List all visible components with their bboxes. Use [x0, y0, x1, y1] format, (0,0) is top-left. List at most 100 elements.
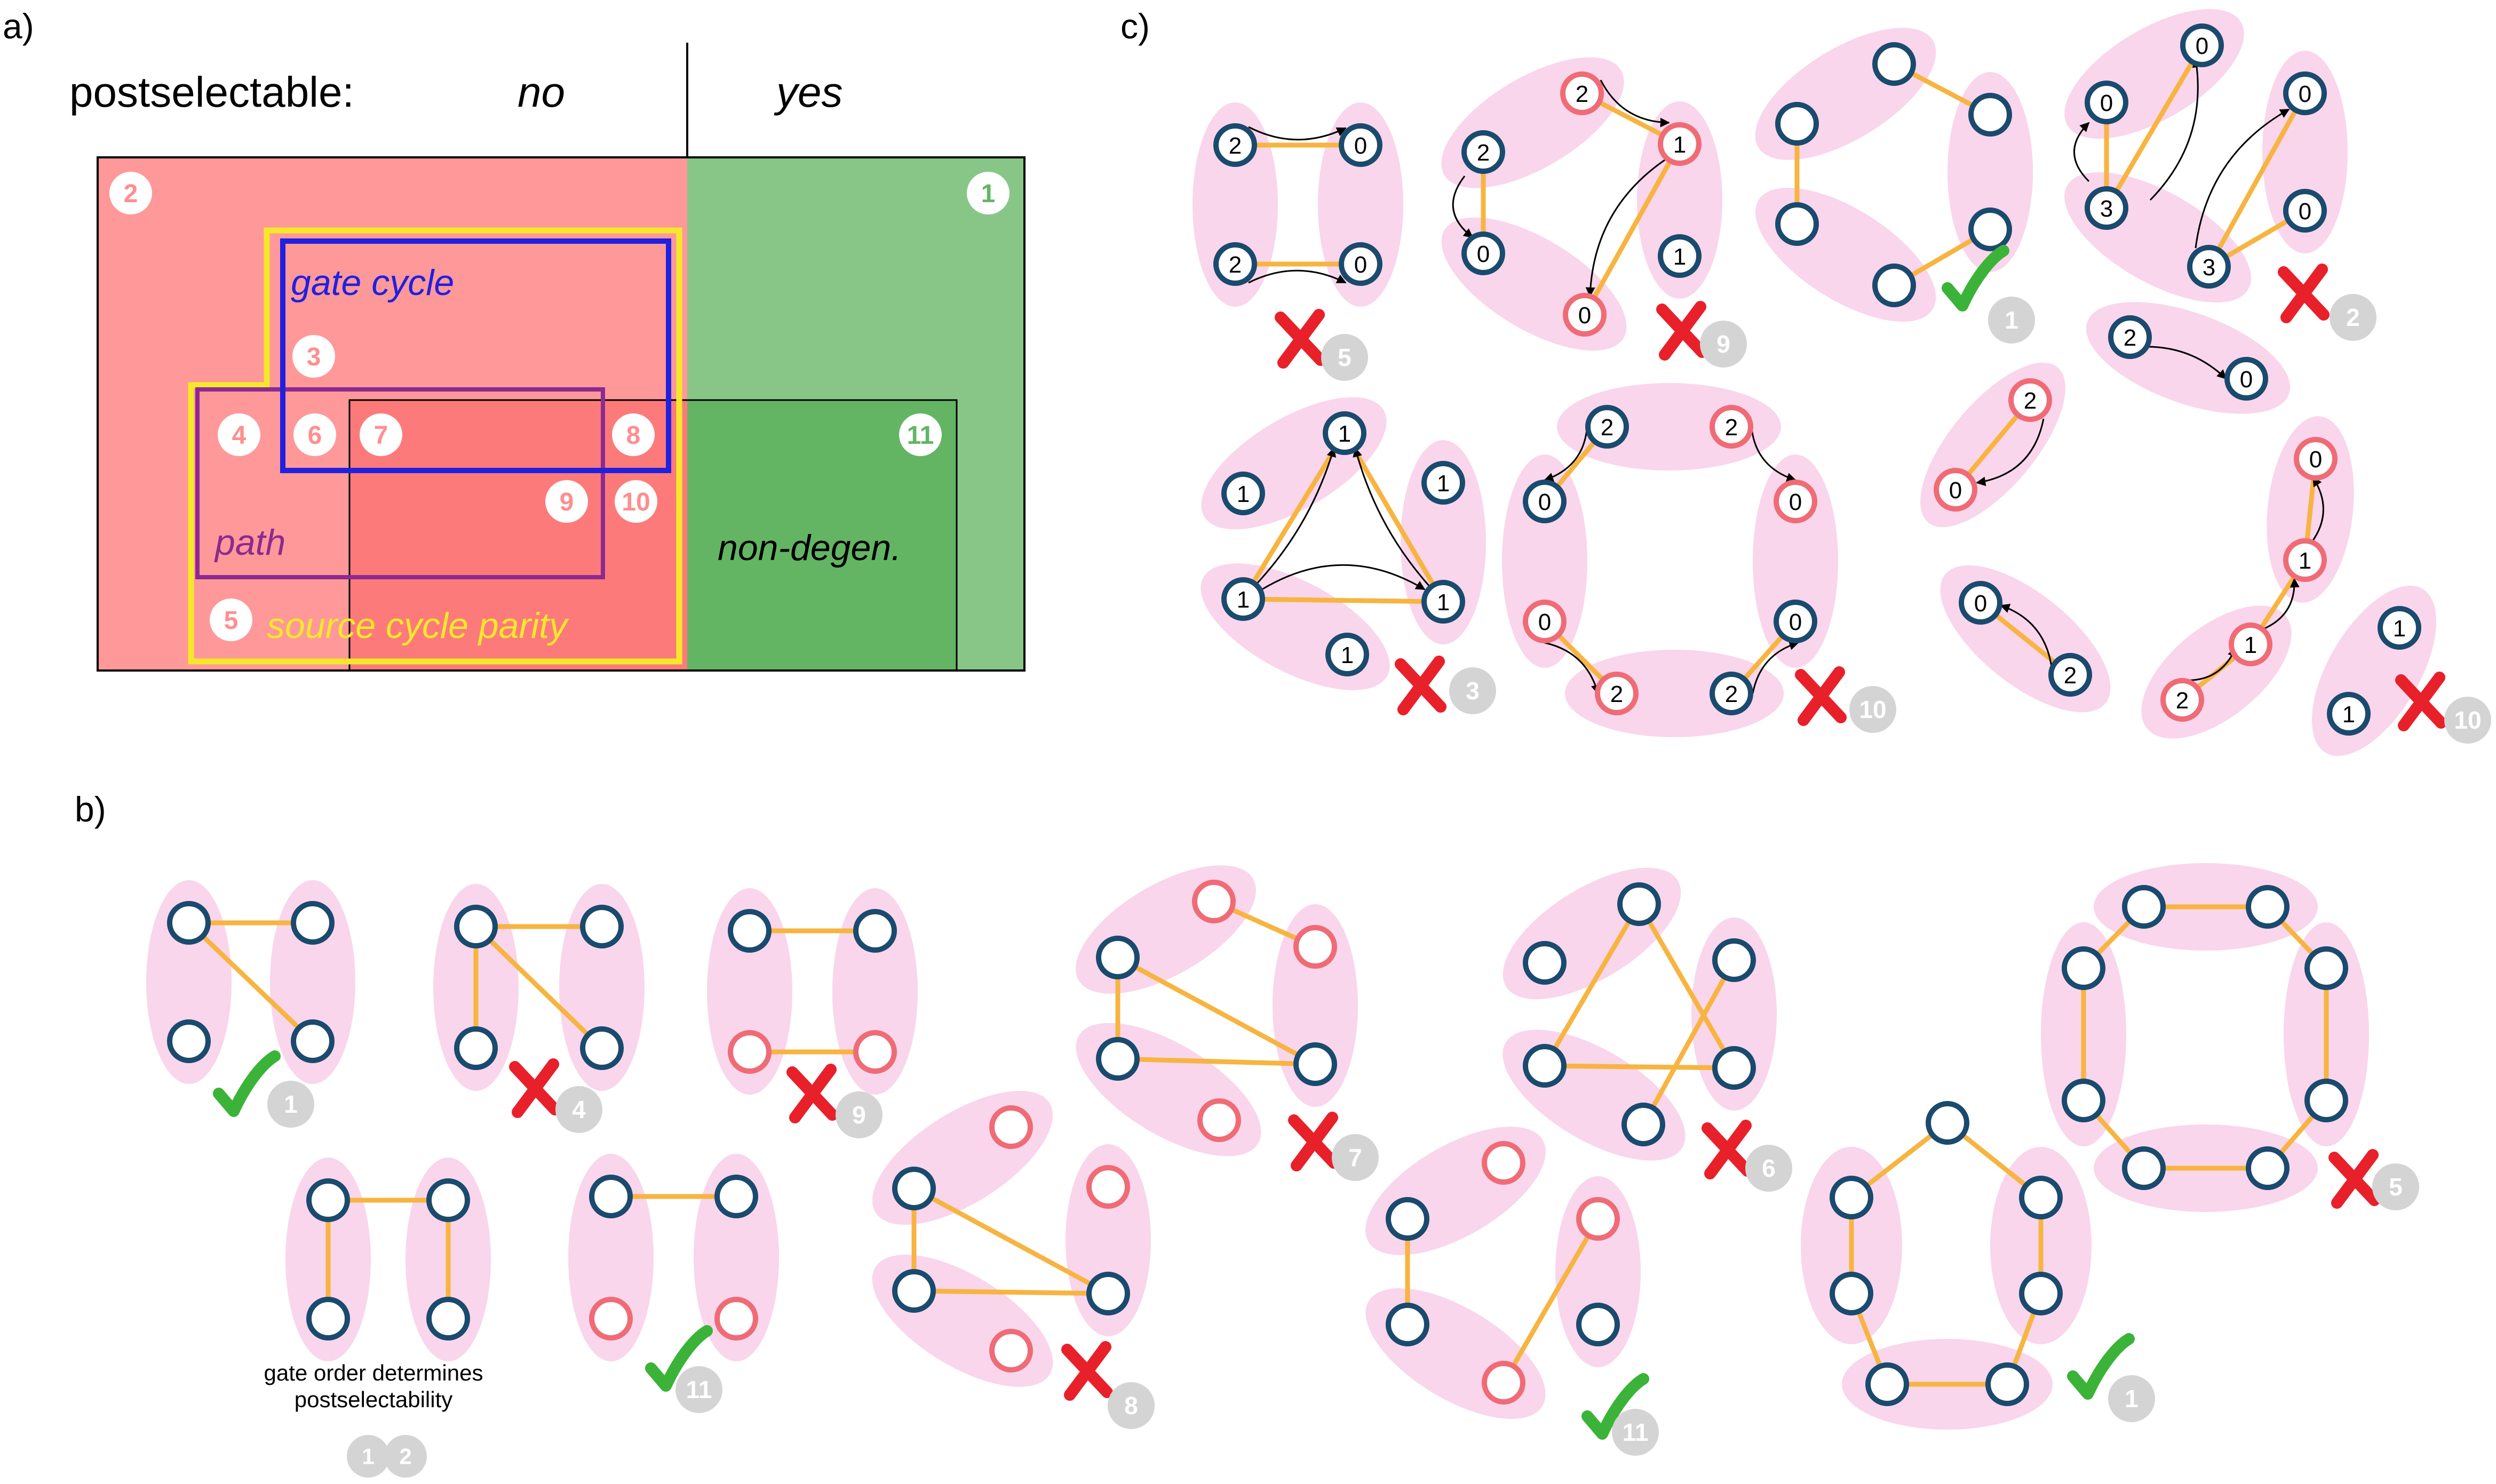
qubit-node-blue — [167, 901, 211, 945]
gate-edge — [1115, 1056, 1318, 1067]
gate-edge — [911, 1186, 1111, 1296]
case-number-badge: 5 — [2372, 1163, 2419, 1210]
venn-case-badge: 11 — [899, 413, 942, 456]
qubit-node-blue — [306, 1178, 350, 1222]
gate-edge — [1115, 955, 1318, 1067]
flow-arrow — [1976, 418, 2045, 486]
case-number: 5 — [1338, 344, 1352, 371]
panel-label-b: b) — [75, 789, 106, 829]
qubit-pair-ellipse — [1273, 904, 1358, 1107]
cross-icon — [1656, 301, 1708, 361]
graph-b11b — [1365, 1127, 1641, 1419]
node-value: 1 — [2393, 616, 2406, 642]
venn-case-number: 7 — [374, 421, 388, 450]
cross-icon — [1795, 666, 1847, 726]
case-number-badge: 11 — [1612, 1409, 1659, 1456]
qubit-pair-ellipse — [1755, 187, 1936, 322]
qubit-node-red — [1595, 672, 1639, 715]
cross-icon — [2395, 672, 2447, 731]
qubit-pair-ellipse — [1755, 28, 1936, 160]
gate-order-note-line2: postselectability — [295, 1387, 452, 1412]
case-number: 3 — [1466, 677, 1480, 705]
node-value: 2 — [1229, 252, 1242, 278]
qubit-node-blue — [1293, 1042, 1337, 1086]
qubit-node-blue — [454, 1026, 498, 1070]
qubit-pair-ellipse — [1318, 102, 1403, 307]
qubit-node-blue — [1323, 411, 1366, 455]
qubit-node-red — [1576, 1197, 1620, 1241]
node-value: 3 — [2100, 196, 2113, 222]
node-value: 2 — [1725, 681, 1738, 707]
flow-arrow — [1253, 447, 1337, 588]
qubit-node-blue — [1421, 580, 1465, 624]
qubit-pair-ellipse — [568, 1154, 654, 1361]
node-value: 2 — [1477, 140, 1490, 166]
qubit-node-blue — [1968, 93, 2012, 137]
qubit-node-blue — [892, 1167, 936, 1210]
qubit-pair-ellipse — [1193, 102, 1278, 307]
gate-edge — [1501, 1216, 1601, 1385]
qubit-node-blue — [2246, 1146, 2290, 1190]
venn-case-number: 2 — [124, 180, 138, 208]
qubit-pair-ellipse — [559, 884, 645, 1091]
node-value: 2 — [1725, 414, 1738, 441]
qubit-pair-ellipse — [1503, 867, 1681, 1000]
qubit-node-blue — [2085, 186, 2128, 230]
gate-edge — [1542, 1063, 1737, 1071]
qubit-node-blue — [1523, 480, 1567, 523]
venn-case-badge: 4 — [218, 413, 260, 456]
qubit-node-blue — [892, 1269, 936, 1313]
qubit-node-red — [989, 1329, 1033, 1373]
venn-label-gate-cycle: gate cycle — [291, 262, 454, 303]
qubit-node-red — [2294, 437, 2338, 481]
qubit-node-blue — [2327, 692, 2371, 736]
venn-case-number: 10 — [622, 488, 650, 516]
qubit-node-red — [1293, 925, 1337, 969]
node-value: 0 — [2100, 90, 2113, 116]
node-value: 0 — [1789, 489, 1802, 515]
qubit-node-blue — [1617, 882, 1661, 926]
node-value: 1 — [1338, 421, 1351, 447]
node-value: 2 — [2064, 663, 2077, 689]
qubit-node-blue — [1712, 938, 1756, 982]
qubit-node-red — [2283, 538, 2327, 582]
case-number: 1 — [2005, 306, 2018, 334]
gate-edge — [473, 924, 605, 1051]
gate-edge — [1636, 901, 1737, 1071]
qubit-node-blue — [2108, 315, 2152, 359]
venn-heading: postselectable: — [69, 68, 354, 116]
check-icon — [645, 1325, 713, 1392]
gate-edge — [1241, 430, 1347, 602]
venn-label-source-cycle-parity: source cycle parity — [267, 605, 569, 646]
panel-label-a: a) — [3, 6, 34, 46]
venn-non-degenerate-frame — [348, 399, 958, 672]
cross-icon — [1275, 309, 1326, 369]
case-number-badge: 6 — [1745, 1145, 1792, 1192]
qubit-node-blue — [2062, 946, 2105, 990]
node-value: 0 — [1477, 241, 1490, 267]
case-number-badge: 9 — [1700, 321, 1747, 368]
qubit-pair-ellipse — [1557, 383, 1781, 470]
flow-arrow — [2195, 108, 2290, 249]
qubit-node-red — [2160, 678, 2204, 722]
qubit-node-red — [1482, 1361, 1525, 1405]
venn-case-badge: 5 — [210, 599, 252, 641]
cross-icon — [786, 1064, 838, 1123]
qubit-node-blue — [2304, 1079, 2348, 1122]
flow-arrow — [2000, 603, 2053, 667]
qubit-node-red — [1934, 468, 1977, 512]
qubit-node-red — [989, 1105, 1033, 1149]
case-number: 1 — [362, 1443, 374, 1469]
venn-case-number: 5 — [224, 607, 239, 635]
node-value: 2 — [1229, 133, 1242, 159]
qubit-node-red — [1563, 293, 1607, 337]
qubit-pair-ellipse — [1066, 1144, 1151, 1336]
qubit-node-blue — [1830, 1176, 1873, 1219]
venn-case-number: 1 — [981, 180, 996, 208]
gate-edge — [186, 920, 315, 1044]
qubit-node-red — [714, 1297, 758, 1341]
qubit-pair-ellipse — [2064, 172, 2251, 303]
venn-case-number: 3 — [307, 343, 321, 371]
